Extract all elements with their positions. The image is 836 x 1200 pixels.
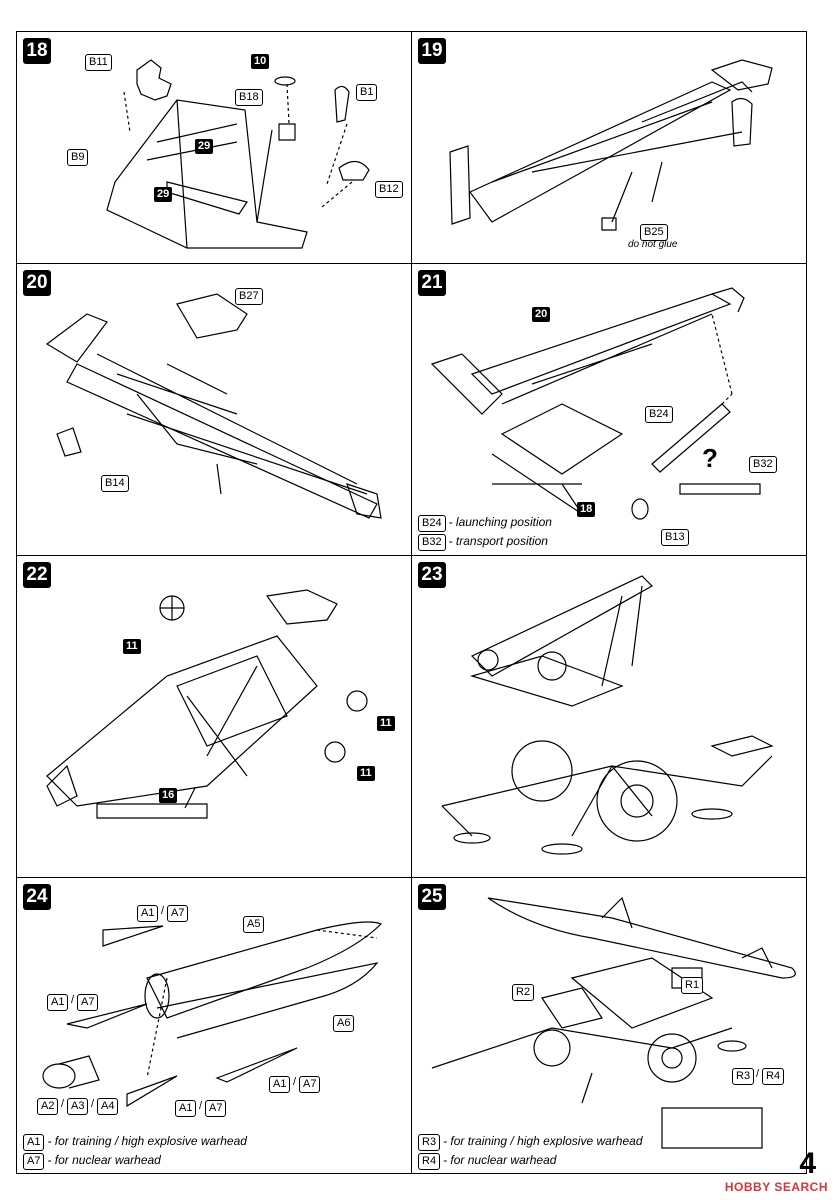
- step-18-drawing: [106, 59, 370, 249]
- legend-row: B24- launching position: [418, 514, 552, 532]
- step-25-panel: 25 R2 R1 R3 / R4 R3- for training / high…: [411, 877, 807, 1174]
- slash: /: [61, 1098, 65, 1110]
- part-label-a6: A6: [333, 1015, 355, 1032]
- legend-row: A7- for nuclear warhead: [23, 1152, 161, 1170]
- step-number: 21: [418, 270, 446, 296]
- part-label-b14: B14: [101, 475, 129, 492]
- step-number: 22: [23, 562, 51, 588]
- part-label-10: 10: [251, 54, 270, 69]
- legend-code: A7: [23, 1153, 45, 1170]
- watermark: HOBBY SEARCH: [724, 1180, 828, 1194]
- legend-code: B24: [418, 515, 446, 532]
- part-label-a1: A1: [269, 1076, 291, 1093]
- legend-text: - for nuclear warhead: [443, 1153, 557, 1167]
- part-label-a7: A7: [205, 1100, 227, 1117]
- step-number: 19: [418, 38, 446, 64]
- slash: /: [756, 1068, 760, 1080]
- step-20-drawing: [45, 293, 382, 519]
- part-label-16: 16: [159, 788, 178, 803]
- question-mark: ?: [702, 443, 718, 473]
- step-number: 23: [418, 562, 446, 588]
- part-label-b11: B11: [85, 54, 112, 71]
- step-22-panel: 22 11 11 11 16: [16, 555, 412, 878]
- legend-text: - for training / high explosive warhead: [47, 1134, 247, 1148]
- part-label-b18: B18: [235, 89, 263, 106]
- part-label-18: 18: [577, 502, 596, 517]
- slash: /: [71, 994, 75, 1006]
- legend-row: A1- for training / high explosive warhea…: [23, 1133, 247, 1151]
- part-label-b1: B1: [356, 84, 378, 101]
- part-label-r2: R2: [512, 984, 535, 1001]
- part-label-a7: A7: [77, 994, 99, 1011]
- step-23-drawing: [441, 575, 774, 855]
- part-label-29: 29: [195, 139, 214, 154]
- part-label-a7: A7: [167, 905, 189, 922]
- step-20-panel: 20 B27 B14: [16, 263, 412, 556]
- part-label-11: 11: [377, 716, 395, 731]
- slash: /: [199, 1100, 203, 1112]
- step-number: 18: [23, 38, 51, 64]
- step-number: 24: [23, 884, 51, 910]
- legend-text: - for nuclear warhead: [47, 1153, 161, 1167]
- part-label-b9: B9: [67, 149, 89, 166]
- step-19-panel: 19 B25 do not glue: [411, 31, 807, 264]
- part-label-20: 20: [532, 307, 551, 322]
- step-21-panel: 21 20 B24 ? B32 18 B13 B24- launching po…: [411, 263, 807, 556]
- part-label-a7: A7: [299, 1076, 321, 1093]
- slash: /: [293, 1076, 297, 1088]
- step-22-drawing: [46, 589, 368, 819]
- step-21-drawing: [430, 287, 761, 520]
- step-18-panel: 18 B11 10 B18 B1 B9 29 29 B12: [16, 31, 412, 264]
- legend-code: R4: [418, 1153, 441, 1170]
- step-25-drawing: [431, 896, 796, 1149]
- part-label-r1: R1: [681, 977, 704, 994]
- page-number: 4: [799, 1147, 816, 1180]
- slash: /: [91, 1098, 95, 1110]
- part-label-a1: A1: [175, 1100, 197, 1117]
- step-23-panel: 23: [411, 555, 807, 878]
- legend-text: - launching position: [448, 515, 552, 529]
- part-label-r3: R3: [732, 1068, 755, 1085]
- slash: /: [161, 905, 165, 917]
- part-label-b24: B24: [645, 406, 673, 423]
- part-label-b32: B32: [749, 456, 777, 473]
- note-do-not-glue: do not glue: [628, 239, 678, 250]
- part-label-a3: A3: [67, 1098, 89, 1115]
- part-label-11: 11: [357, 766, 375, 781]
- legend-text: - for training / high explosive warhead: [443, 1134, 643, 1148]
- part-label-a2: A2: [37, 1098, 59, 1115]
- part-label-b27: B27: [235, 288, 263, 305]
- part-label-29: 29: [154, 187, 173, 202]
- part-label-a1: A1: [47, 994, 69, 1011]
- part-label-r4: R4: [762, 1068, 785, 1085]
- step-number: 25: [418, 884, 446, 910]
- step-24-panel: 24 A1 / A7 A5 A1 / A7 A6 A2 / A3 / A4 A1…: [16, 877, 412, 1174]
- legend-row: R4- for nuclear warhead: [418, 1152, 556, 1170]
- part-label-b12: B12: [375, 181, 403, 198]
- part-label-b13: B13: [661, 529, 689, 546]
- part-label-a5: A5: [243, 916, 265, 933]
- step-number: 20: [23, 270, 51, 296]
- legend-row: B32- transport position: [418, 533, 548, 551]
- step-19-drawing: [449, 59, 773, 231]
- legend-code: B32: [418, 534, 446, 551]
- part-label-a1: A1: [137, 905, 159, 922]
- part-label-b25: B25: [640, 224, 668, 241]
- legend-row: R3- for training / high explosive warhea…: [418, 1133, 643, 1151]
- legend-text: - transport position: [448, 534, 548, 548]
- step-24-drawing: [42, 921, 383, 1108]
- legend-code: R3: [418, 1134, 441, 1151]
- part-label-11: 11: [123, 639, 141, 654]
- part-label-a4: A4: [97, 1098, 119, 1115]
- legend-code: A1: [23, 1134, 45, 1151]
